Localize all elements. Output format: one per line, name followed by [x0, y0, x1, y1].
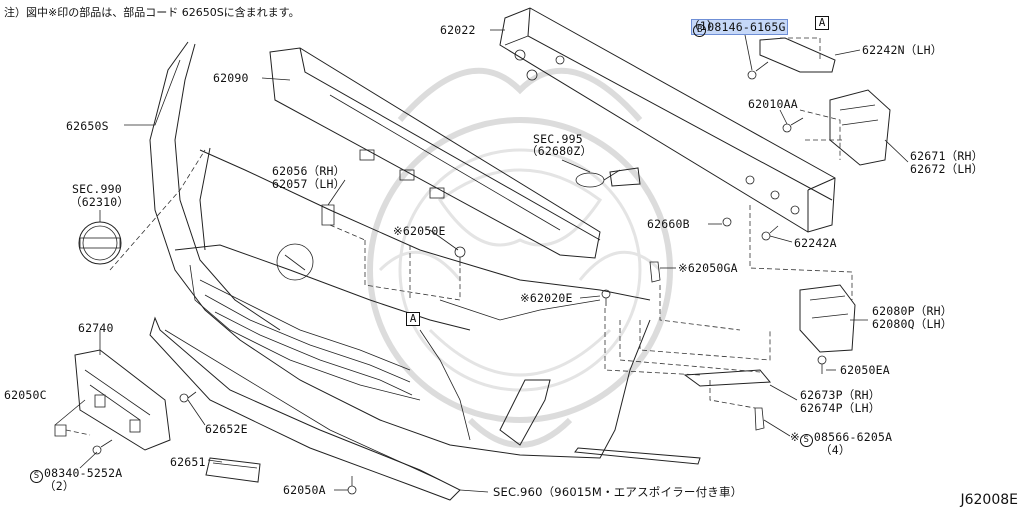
- part-62020E-label[interactable]: ※62020E: [520, 291, 573, 305]
- part-62050GA-label[interactable]: ※62050GA: [678, 261, 738, 275]
- fastener-shapes: [54, 61, 827, 495]
- part-62022-label[interactable]: 62022: [440, 23, 476, 37]
- license-bracket-shape: [74, 349, 171, 451]
- absorber-shape: [269, 47, 601, 259]
- lower-lip-shape: [149, 316, 461, 501]
- sec995-label[interactable]: SEC.995: [533, 132, 583, 146]
- part-62057-label[interactable]: 62057（LH）: [272, 177, 346, 191]
- part-62090-label[interactable]: 62090: [213, 71, 249, 85]
- sec960-label[interactable]: SEC.960（96015M・エアスポイラー付き車）: [493, 485, 743, 499]
- emblem-shape: [78, 221, 122, 265]
- watermark-emblem: [367, 67, 673, 448]
- note-text: 注）図中※印の部品は、部品コード 62650Sに含まれます。: [4, 6, 300, 19]
- part-62050E-label[interactable]: ※62050E: [393, 224, 446, 238]
- screw-symbol-icon: S: [30, 470, 43, 483]
- sec995-ref: （62680Z）: [526, 144, 593, 158]
- part-62650S-label[interactable]: 62650S: [66, 119, 109, 133]
- part-62674P-label[interactable]: 62674P（LH）: [800, 401, 881, 415]
- diagram-code: J62008E: [960, 492, 1018, 508]
- part-08340-qty: （2）: [44, 479, 75, 493]
- part-62671-label[interactable]: 62671（RH）: [910, 149, 984, 163]
- license-plate-shape: [205, 457, 261, 483]
- part-08340-number: 08340-5252A: [44, 466, 123, 480]
- part-62652E-label[interactable]: 62652E: [205, 422, 248, 436]
- bolt-symbol-icon: B: [693, 24, 707, 37]
- part-62080Q-label[interactable]: 62080Q（LH）: [872, 317, 953, 331]
- sec990-label[interactable]: SEC.990: [72, 182, 122, 196]
- highlighted-part-qty: （1）: [688, 19, 719, 33]
- part-62660B-label[interactable]: 62660B: [647, 217, 690, 231]
- dashed-assembly-lines: [65, 37, 853, 436]
- ref-marker-a-bottom: A: [406, 312, 420, 326]
- leader-lines: [54, 19, 909, 493]
- part-08566-number: 08566-6205A: [813, 430, 893, 444]
- part-62050A-label[interactable]: 62050A: [283, 483, 326, 497]
- part-62056-label[interactable]: 62056（RH）: [272, 164, 346, 178]
- part-62242A-label[interactable]: 62242A: [794, 236, 837, 250]
- part-62673P-label[interactable]: 62673P（RH）: [800, 388, 881, 402]
- part-62080P-label[interactable]: 62080P（RH）: [872, 304, 953, 318]
- part-62651-label[interactable]: 62651: [170, 455, 206, 469]
- part-62010AA-label[interactable]: 62010AA: [748, 97, 798, 111]
- part-62050C-label[interactable]: 62050C: [4, 388, 47, 402]
- screw-symbol-icon: S: [799, 434, 813, 447]
- part-62740-label[interactable]: 62740: [78, 321, 114, 335]
- highlighted-part-number: 08146-6165G: [707, 20, 786, 34]
- part-08566-qty: （4）: [820, 443, 851, 457]
- part-62050EA-label[interactable]: 62050EA: [840, 363, 890, 377]
- reinforcement-beam-shape: [499, 7, 836, 233]
- part-62242N-label[interactable]: 62242N（LH）: [862, 43, 943, 57]
- ref-marker-a-top: A: [815, 16, 829, 30]
- part-62672-label[interactable]: 62672（LH）: [910, 162, 984, 176]
- sec990-ref: （62310）: [70, 195, 130, 209]
- part-08566-mark: ※: [790, 430, 800, 444]
- bumper-fascia-shape: [149, 41, 651, 459]
